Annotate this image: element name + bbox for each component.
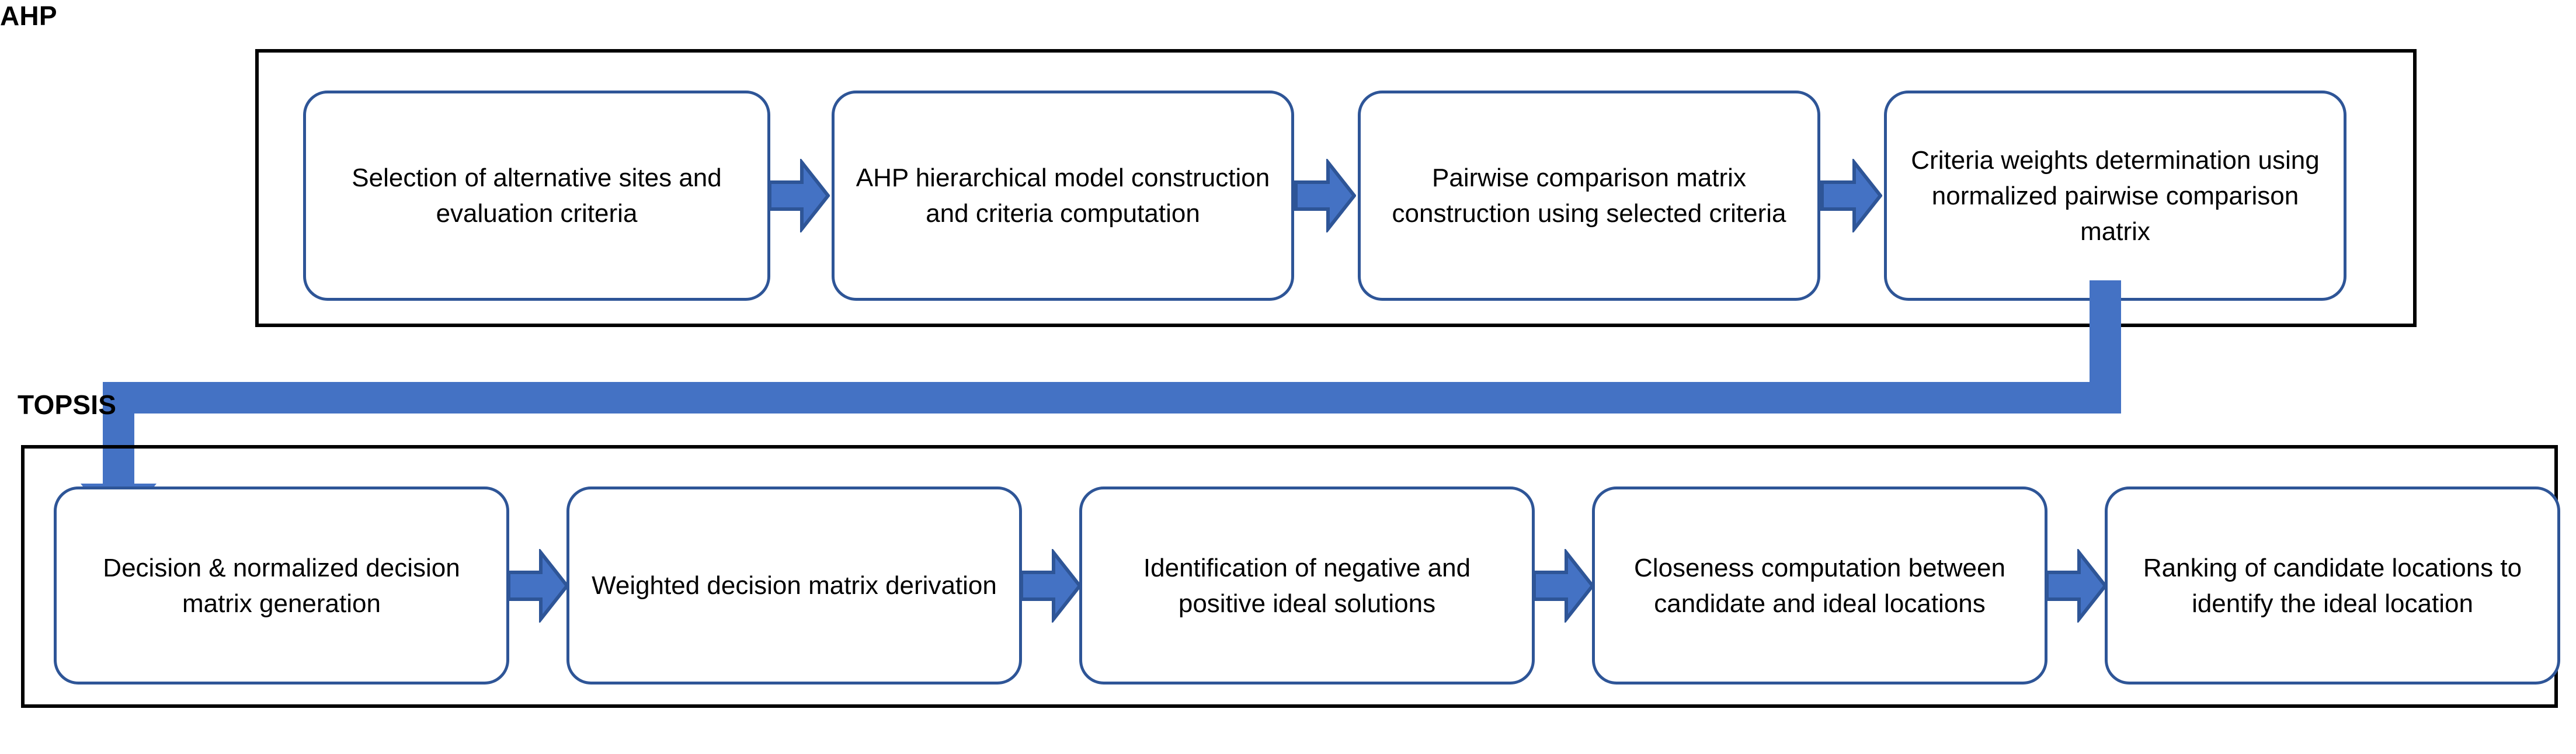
topsis-step-box-1[interactable]: Decision & normalized decision matrix ge… xyxy=(54,487,509,684)
topsis-step-box-5[interactable]: Ranking of candidate locations to identi… xyxy=(2105,487,2560,684)
right-block-arrow-icon xyxy=(1820,157,1883,234)
right-block-arrow-icon xyxy=(1294,157,1357,234)
right-block-arrow-icon xyxy=(2045,547,2108,624)
topsis-group-label: TOPSIS xyxy=(18,390,117,420)
ahp-group-label: AHP xyxy=(0,1,57,31)
right-block-arrow-icon xyxy=(1020,547,1082,624)
ahp-group-frame xyxy=(255,49,2417,327)
topsis-step-box-3[interactable]: Identification of negative and positive … xyxy=(1079,487,1535,684)
right-block-arrow-icon xyxy=(768,157,830,234)
ahp-step-box-1[interactable]: Selection of alternative sites and evalu… xyxy=(303,91,770,301)
ahp-step-box-2[interactable]: AHP hierarchical model construction and … xyxy=(832,91,1294,301)
ahp-step-box-4[interactable]: Criteria weights determination using nor… xyxy=(1884,91,2346,301)
right-block-arrow-icon xyxy=(507,547,569,624)
topsis-step-box-4[interactable]: Closeness computation between candidate … xyxy=(1592,487,2047,684)
topsis-step-box-2[interactable]: Weighted decision matrix derivation xyxy=(566,487,1022,684)
right-block-arrow-icon xyxy=(1532,547,1595,624)
ahp-step-box-3[interactable]: Pairwise comparison matrix construction … xyxy=(1358,91,1820,301)
